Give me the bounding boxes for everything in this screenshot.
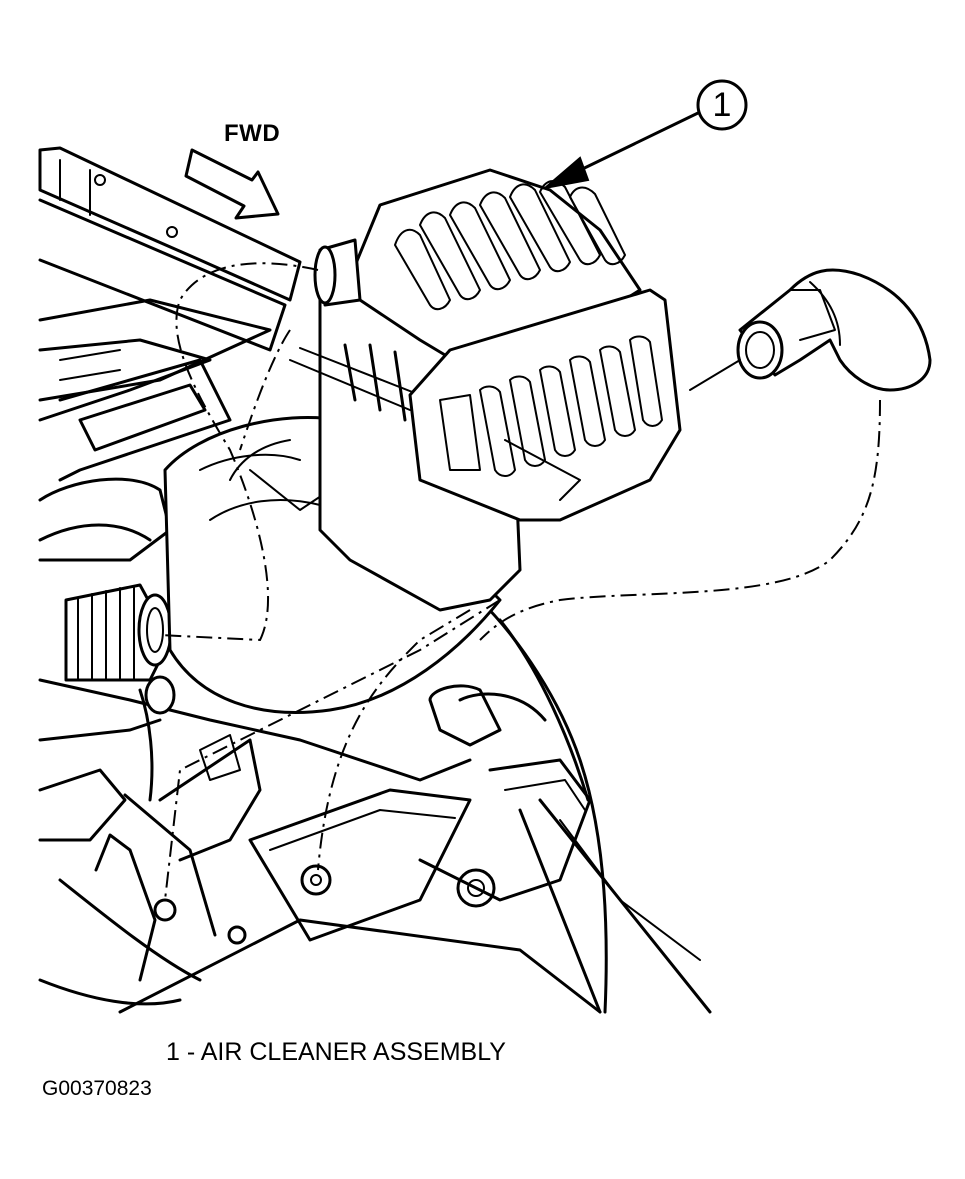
figure-legend: 1 - AIR CLEANER ASSEMBLY [166,1038,506,1066]
radiator-support [38,146,302,482]
fwd-direction-label: FWD [224,120,281,147]
outlet-elbow [736,268,932,392]
assembly-guide-lines [159,262,881,901]
front-grille [439,335,663,501]
fender-well [418,598,712,1014]
callout-arrowhead [541,156,590,190]
figure-id: G00370823 [42,1077,152,1100]
air-cleaner-housing [289,168,682,612]
callout-1 [541,79,748,190]
inlet-hose [64,583,176,802]
resonator [163,416,502,714]
lid-ribs [394,180,626,311]
forward-arrow-icon [184,148,280,220]
callout-number: 1 [712,86,732,124]
